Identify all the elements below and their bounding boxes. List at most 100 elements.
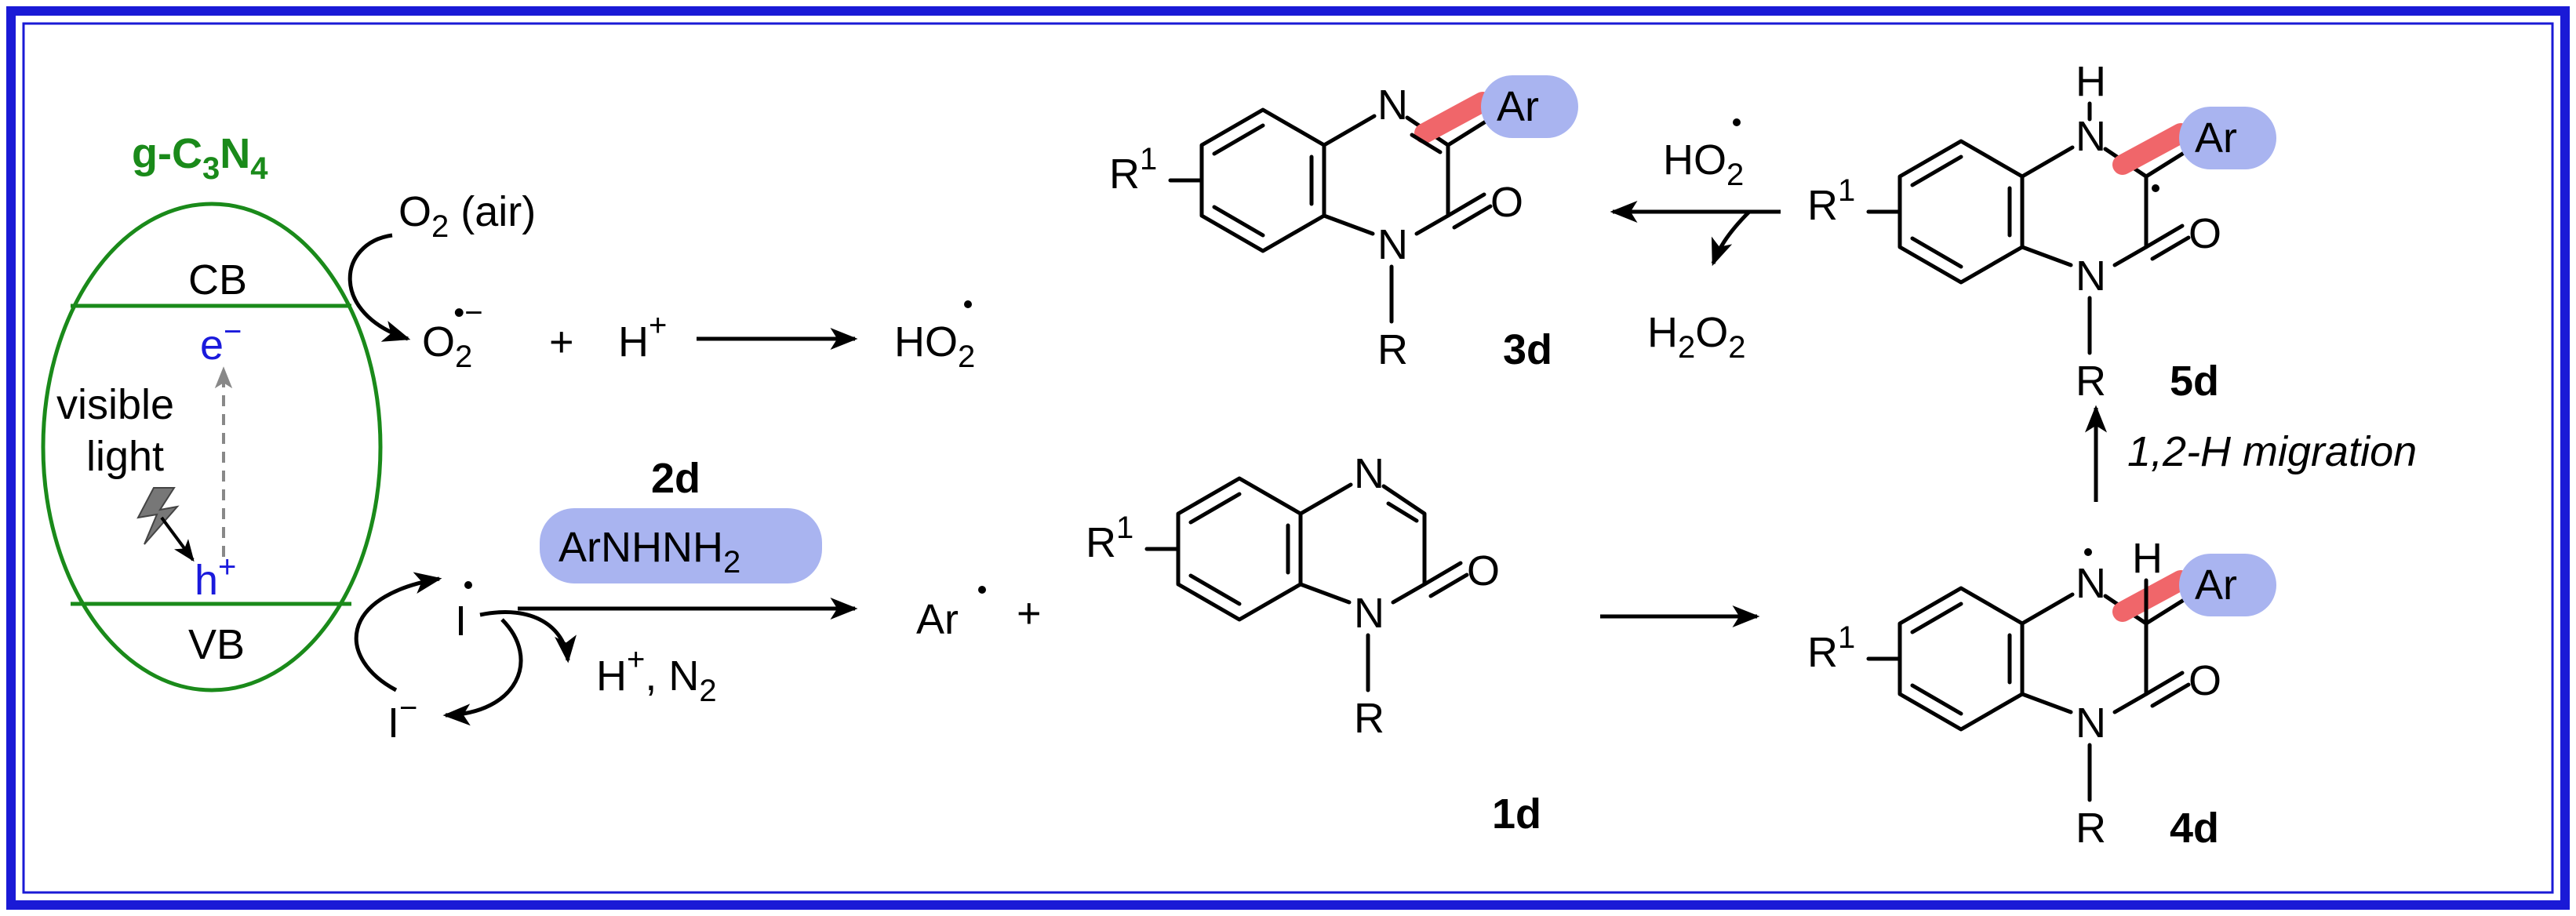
oxidation-step: HO2 H2O2 <box>1610 118 1781 365</box>
c-radical-dot-5d <box>2152 184 2159 192</box>
hydrazine-compound-label: 2d <box>651 455 700 502</box>
cb-label: CB <box>188 256 247 304</box>
bond-highlight-4d <box>2112 570 2191 622</box>
compound-1d: N N O R R1 1d <box>1086 450 1541 838</box>
ar-atom-3d: Ar <box>1497 83 1539 130</box>
frame-border <box>6 6 2570 910</box>
bond-highlight-5d <box>2112 123 2191 175</box>
carbonyl-1d <box>1422 561 1469 598</box>
compound-label-3d: 3d <box>1503 326 1552 373</box>
compound-3d: Ar N N O R R1 3d <box>1109 75 1578 373</box>
r1-atom-3d: R1 <box>1109 142 1157 198</box>
o2-air-label: O2 (air) <box>398 188 536 244</box>
catalyst-ellipse <box>41 202 383 692</box>
n4-atom-5d: N <box>2076 113 2106 160</box>
c3-aryl-bond-5d <box>2144 147 2192 179</box>
iodine-radical-dot <box>464 581 472 589</box>
ar-atom-5d: Ar <box>2195 114 2237 162</box>
hydrazine-highlight <box>540 508 822 583</box>
benzo-ring-5d <box>1897 139 2025 285</box>
plus-sign-2: + <box>1017 590 1042 637</box>
byproduct-label: H+, N2 <box>596 642 717 708</box>
benzo-ring-4d <box>1897 586 2025 732</box>
h-atom-4d: H <box>2132 535 2163 582</box>
c3-aryl-bond-3d <box>1446 115 1494 147</box>
visible-light-line1: visible <box>56 381 174 428</box>
iodine-radical-label: I <box>455 598 467 645</box>
hydroperoxyl-radical-dot-1 <box>964 300 972 308</box>
iodide-regeneration-arrow <box>442 618 523 726</box>
h-atom-5d: H <box>2076 58 2106 105</box>
frame-inner-border <box>22 22 2554 894</box>
o-atom-5d: O <box>2189 210 2221 257</box>
r-atom-5d: R <box>2076 358 2106 405</box>
r-atom-3d: R <box>1377 326 1408 373</box>
iodide-cycle: I I− H+, N2 <box>354 572 717 747</box>
o2-reduction-arrow <box>347 233 411 342</box>
ar-highlight-4d <box>2179 554 2276 616</box>
n-radical-dot-4d <box>2084 548 2092 556</box>
compound-label-5d: 5d <box>2170 358 2219 405</box>
o-atom-4d: O <box>2189 657 2221 704</box>
compound-label-4d: 4d <box>2170 805 2219 852</box>
c3-aryl-bond-4d <box>2144 594 2192 626</box>
hole-label: h+ <box>195 550 236 604</box>
carbonyl-3d <box>1446 192 1493 230</box>
electron-label: e− <box>200 314 242 369</box>
n4-atom-4d: N <box>2076 560 2106 607</box>
visible-light-line2: light <box>86 433 164 480</box>
carbonyl-5d <box>2144 224 2191 261</box>
n1-atom-3d: N <box>1377 221 1408 268</box>
compound-4d: Ar H N N O R R1 4d <box>1807 535 2276 852</box>
hole-oxidation-arrow <box>354 572 442 692</box>
r1-atom-4d: R1 <box>1807 620 1855 676</box>
hydroperoxyl-label-2: HO2 <box>1663 136 1744 192</box>
catalyst-name: g-C3N4 <box>132 130 268 186</box>
h2o2-label: H2O2 <box>1647 309 1746 365</box>
r1-atom-5d: R1 <box>1807 173 1855 229</box>
catalyst-panel: g-C3N4 CB VB e− h+ visible light <box>41 130 383 692</box>
hydrazine-label: ArNHNH2 <box>558 524 740 580</box>
n4-atom-1d: N <box>1354 450 1384 497</box>
proton-label: H+ <box>618 308 667 365</box>
benzo-ring-3d <box>1199 107 1326 253</box>
compound-label-1d: 1d <box>1492 791 1541 838</box>
benzo-ring-1d <box>1176 476 1303 622</box>
r-atom-1d: R <box>1354 695 1384 742</box>
aryl-radical-dot <box>978 586 986 594</box>
vb-label: VB <box>188 621 245 668</box>
n1-atom-1d: N <box>1354 590 1384 637</box>
bond-highlight-3d <box>1414 92 1493 144</box>
oxygen-branch: O2 (air) O2•− + H+ HO2 <box>347 188 975 374</box>
c3-n4-double-1d <box>1386 501 1419 523</box>
hydrazine-step: 2d ArNHNH2 Ar + <box>518 455 1042 643</box>
iodide-label: I− <box>387 691 417 747</box>
c3-n4-double-3d <box>1410 133 1443 154</box>
migration-label: 1,2-H migration <box>2127 428 2417 475</box>
benzo-inner-bonds-1d <box>1188 492 1290 606</box>
aryl-radical-label: Ar <box>916 596 959 643</box>
ar-highlight-5d <box>2179 107 2276 169</box>
n4-atom-3d: N <box>1377 82 1408 129</box>
benzo-inner-bonds-5d <box>1910 154 2012 269</box>
hydroperoxyl-label-1: HO2 <box>894 318 975 374</box>
ar-highlight-3d <box>1481 75 1578 138</box>
n1-atom-5d: N <box>2076 253 2106 300</box>
benzo-inner-bonds-3d <box>1212 123 1314 238</box>
r-atom-4d: R <box>2076 805 2106 852</box>
lightning-icon <box>136 487 180 545</box>
n1-atom-4d: N <box>2076 700 2106 747</box>
hydroperoxyl-radical-dot-2 <box>1733 118 1741 126</box>
superoxide-label: O2•− <box>422 296 483 374</box>
ar-atom-4d: Ar <box>2195 562 2237 609</box>
o-atom-1d: O <box>1467 547 1500 594</box>
o-atom-3d: O <box>1490 179 1523 226</box>
compound-5d: Ar H N N O R R1 5d <box>1807 58 2276 405</box>
carbonyl-4d <box>2144 671 2191 708</box>
lightning-tail <box>160 516 195 562</box>
r1-atom-1d: R1 <box>1086 511 1133 566</box>
h2o2-release-arrow <box>1711 210 1751 267</box>
pyrazinone-ring-1d <box>1298 482 1427 605</box>
benzo-inner-bonds-4d <box>1910 602 2012 716</box>
